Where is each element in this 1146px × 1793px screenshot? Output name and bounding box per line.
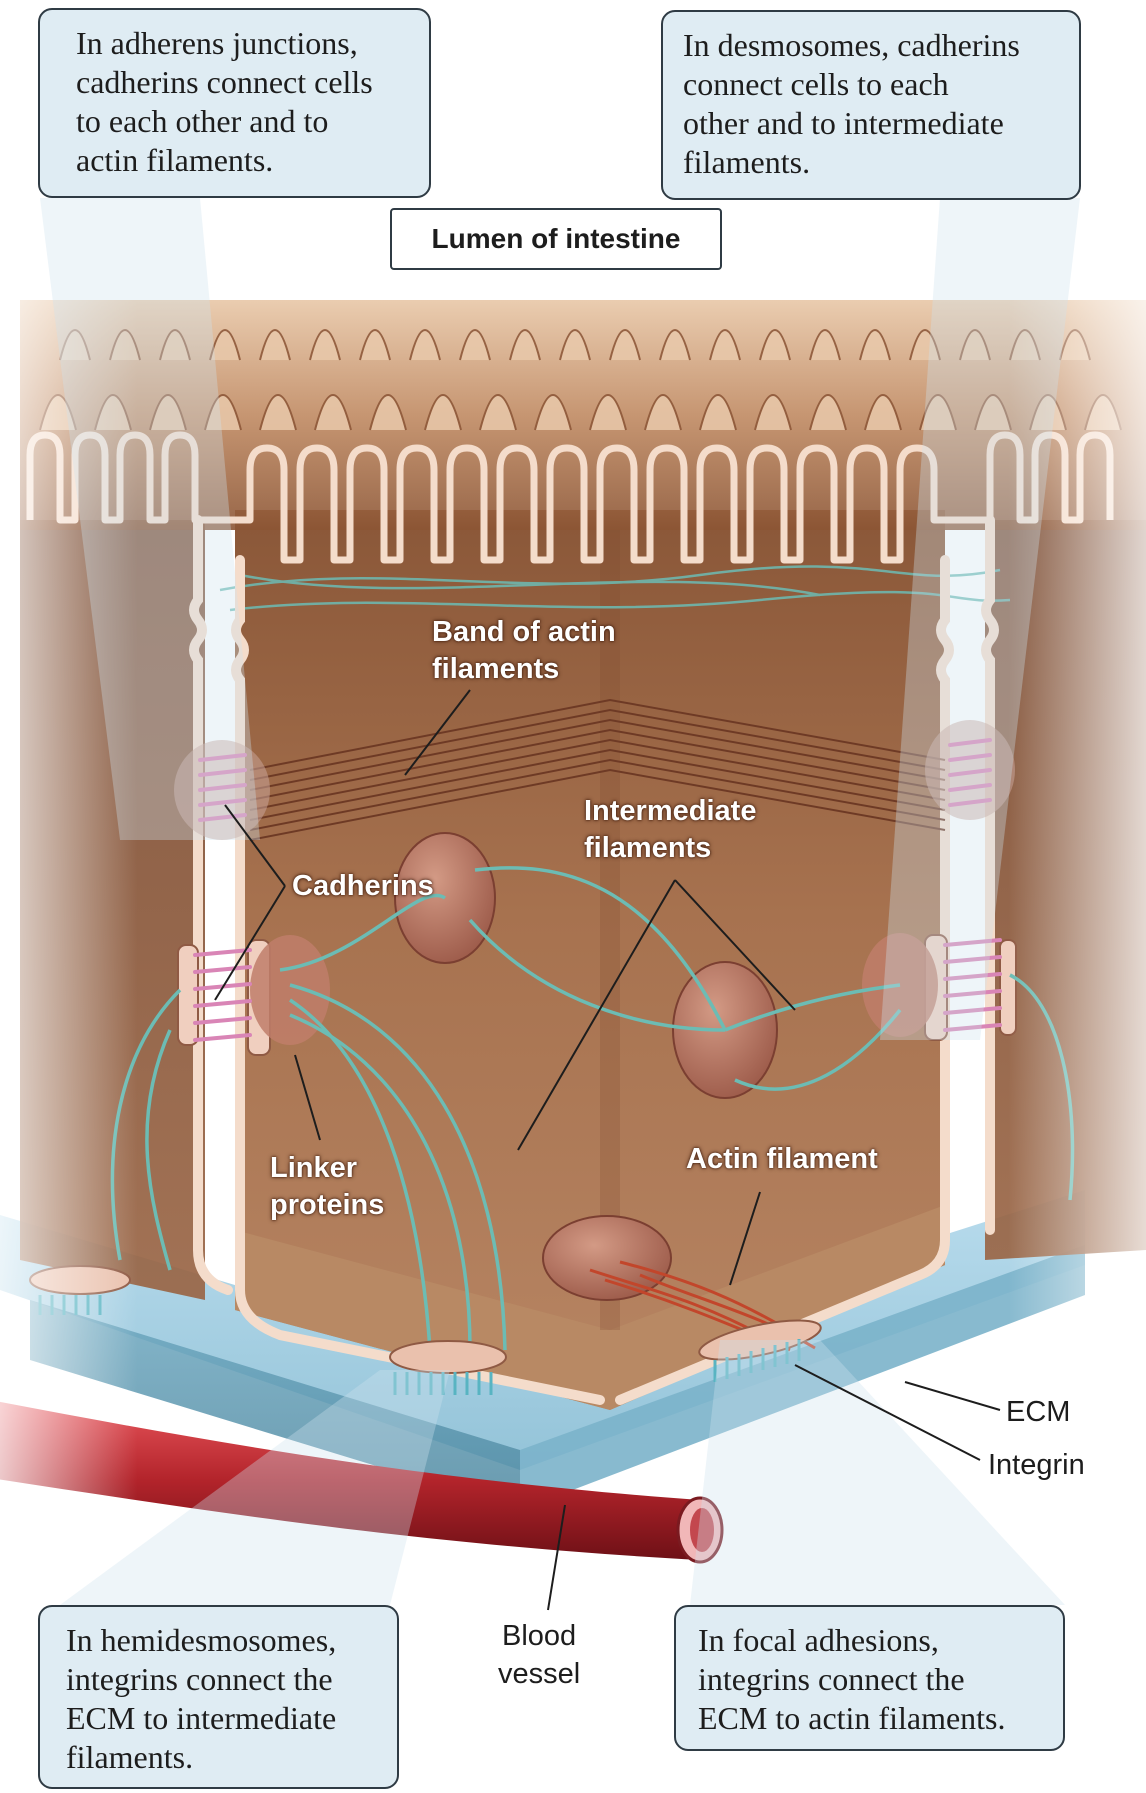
focal-adhesions-callout: In focal adhesions, integrins connect th… xyxy=(674,1605,1065,1751)
ecm-label: ECM xyxy=(1006,1396,1071,1428)
leader-lines xyxy=(214,689,1001,1611)
adherens-callout: In adherens junctions, cadherins connect… xyxy=(38,8,431,198)
actin-filament-label: Actin filament xyxy=(686,1143,878,1175)
intermediate-filaments-label: Intermediate filaments xyxy=(584,795,757,864)
desmosomes-callout: In desmosomes, cadherins connect cells t… xyxy=(661,10,1081,200)
edge-fade xyxy=(0,260,1146,1560)
blood-vessel-label: Blood vessel xyxy=(498,1620,581,1690)
linker-proteins-label: Linker proteins xyxy=(270,1152,385,1221)
cadherins-label: Cadherins xyxy=(292,870,434,902)
lumen-label: Lumen of intestine xyxy=(390,208,722,270)
callout-wedges xyxy=(40,198,1080,1605)
hemidesmosomes-callout: In hemidesmosomes, integrins connect the… xyxy=(38,1605,399,1789)
integrin-label: Integrin xyxy=(988,1449,1085,1481)
band-of-actin-label: Band of actin filaments xyxy=(432,616,616,685)
